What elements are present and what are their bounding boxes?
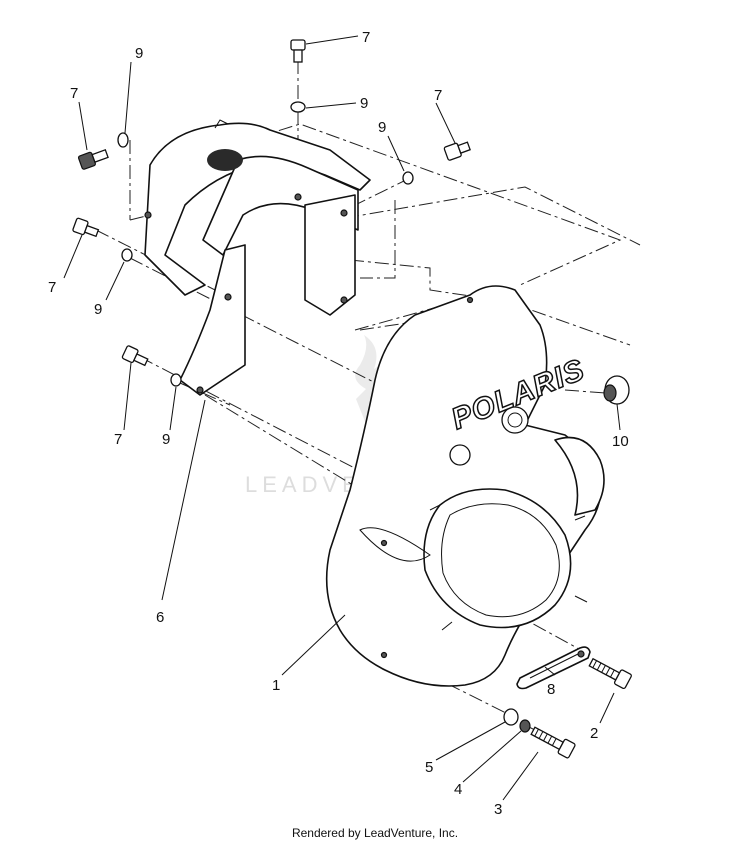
bolt-7-right bbox=[443, 141, 471, 161]
part-8-strap bbox=[516, 646, 591, 690]
bolt-7-left-lower bbox=[121, 345, 149, 367]
part-1-blower-housing: POLARIS bbox=[325, 285, 605, 687]
callout-9-left-top: 9 bbox=[135, 45, 143, 62]
callout-9-left-mid: 9 bbox=[94, 301, 102, 318]
hardware-washers bbox=[117, 101, 414, 387]
callout-6: 6 bbox=[156, 609, 164, 626]
callout-7-top: 7 bbox=[362, 29, 370, 46]
washer-9-e bbox=[170, 373, 182, 387]
callout-7-left-low: 7 bbox=[114, 431, 122, 448]
washer-9-a bbox=[117, 132, 129, 148]
part-3-bolt bbox=[530, 726, 576, 759]
callout-9-top: 9 bbox=[360, 95, 368, 112]
washer-9-b bbox=[290, 101, 306, 113]
callout-1: 1 bbox=[272, 677, 280, 694]
callout-7-left-mid: 7 bbox=[48, 279, 56, 296]
bolt-7-left-upper bbox=[77, 148, 109, 170]
part-5-flat-washer bbox=[503, 708, 519, 726]
callout-9-right: 9 bbox=[378, 119, 386, 136]
part-2-bolt bbox=[588, 657, 632, 690]
callout-3: 3 bbox=[494, 801, 502, 818]
part-10-grommet bbox=[603, 375, 630, 405]
part-6-upper-shroud bbox=[144, 119, 371, 396]
washer-9-c bbox=[402, 171, 414, 185]
callout-7-left-top: 7 bbox=[70, 85, 78, 102]
bolt-7-top bbox=[290, 39, 306, 63]
leader-lines bbox=[63, 35, 621, 801]
hardware-bolts bbox=[72, 39, 471, 367]
callout-4: 4 bbox=[454, 781, 462, 798]
callout-8: 8 bbox=[547, 681, 555, 698]
callout-2: 2 bbox=[590, 725, 598, 742]
callout-10: 10 bbox=[612, 433, 629, 450]
bolt-7-left-mid bbox=[72, 217, 100, 238]
washer-9-d bbox=[121, 248, 133, 262]
footer-credit: Rendered by LeadVenture, Inc. bbox=[291, 826, 459, 840]
callout-9-left-low: 9 bbox=[162, 431, 170, 448]
part-4-lock-washer bbox=[519, 719, 531, 733]
callout-5: 5 bbox=[425, 759, 433, 776]
callout-numbers: 7 9 9 7 7 9 7 9 7 9 6 1 10 8 2 5 4 3 bbox=[48, 29, 629, 818]
callout-7-right: 7 bbox=[434, 87, 442, 104]
